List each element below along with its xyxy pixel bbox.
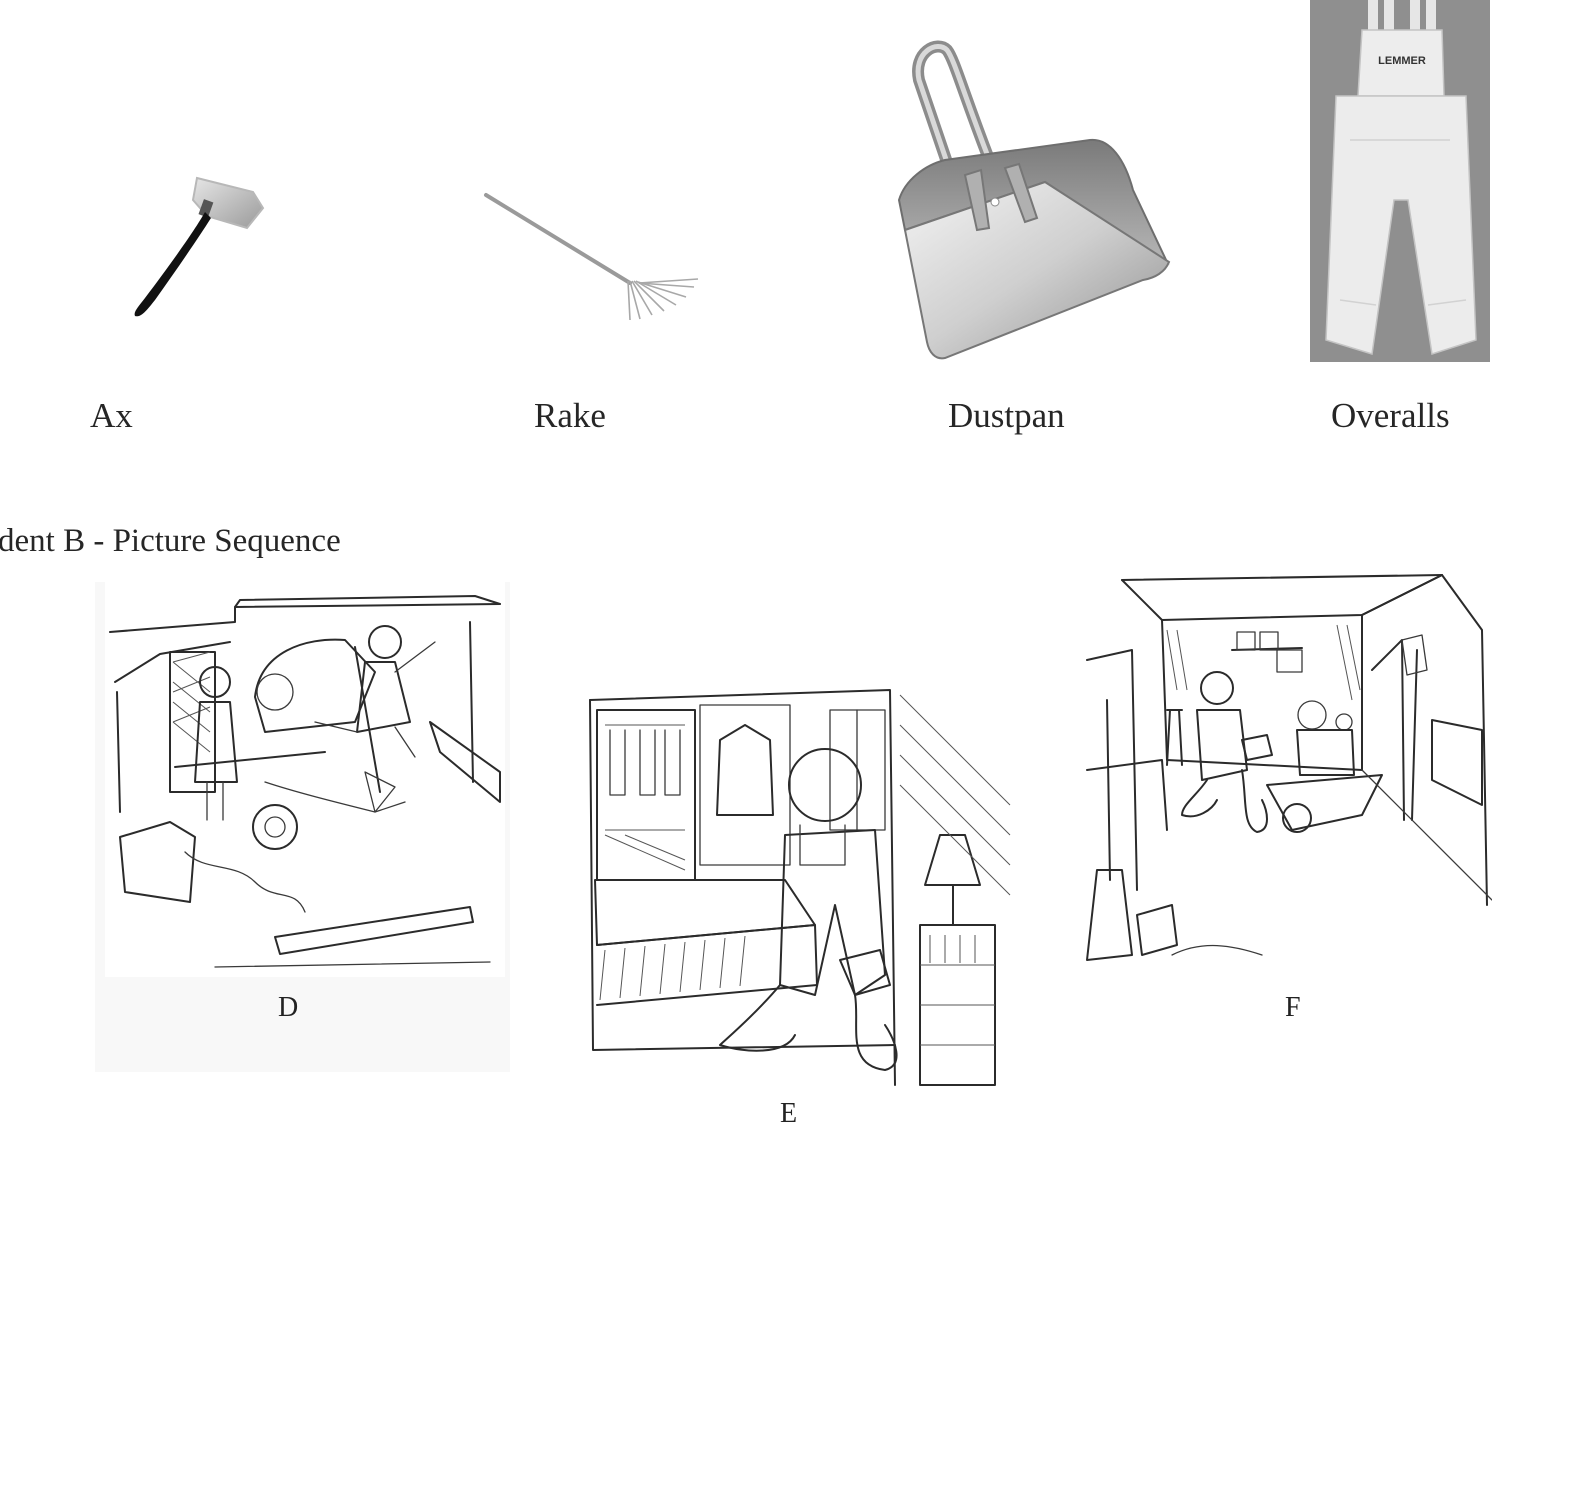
sequence-heading: dent B - Picture Sequence xyxy=(0,523,341,559)
dustpan-label: Dustpan xyxy=(948,396,1065,435)
panel-d-illustration xyxy=(95,582,510,1072)
panel-f-letter: F xyxy=(1285,992,1301,1023)
clean-garage-illustration xyxy=(1086,574,1492,961)
rake-label: Rake xyxy=(534,396,606,435)
garage-chaos-illustration xyxy=(105,582,505,977)
overalls-brand-text: LEMMER xyxy=(1378,55,1426,67)
panel-e-letter: E xyxy=(780,1098,798,1129)
panel-f-illustration xyxy=(1082,570,1492,980)
ax-icon xyxy=(134,176,265,317)
panel-e-illustration xyxy=(585,685,1015,1100)
ax-label: Ax xyxy=(90,396,133,435)
ax-picture xyxy=(115,160,275,325)
panel-d-letter: D xyxy=(278,992,299,1023)
overalls-icon: LEMMER xyxy=(1325,0,1477,355)
dustpan-icon xyxy=(897,40,1171,360)
bedroom-illustration xyxy=(589,689,1011,1086)
dustpan-picture xyxy=(885,40,1180,360)
overalls-picture: LEMMER xyxy=(1310,0,1490,362)
rake-icon xyxy=(484,193,699,321)
rake-picture xyxy=(480,185,710,340)
overalls-label: Overalls xyxy=(1331,396,1450,435)
